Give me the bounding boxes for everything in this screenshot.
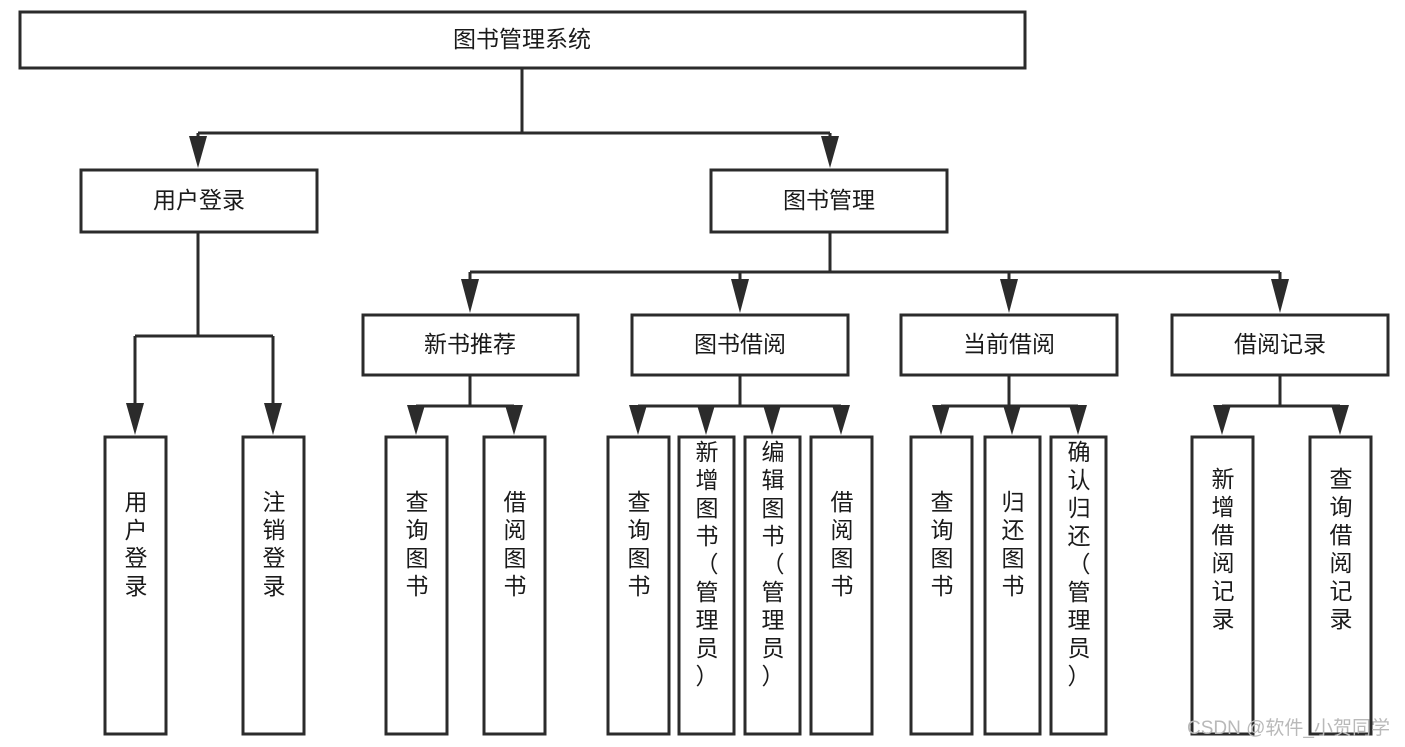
leaf-query-book-current[interactable]: 查询图书 — [909, 435, 974, 736]
leaf-logout-box[interactable] — [241, 435, 306, 736]
node-new-book-recommend[interactable]: 新书推荐 — [361, 313, 580, 377]
arrow-head-leaf-confirm-return — [1069, 405, 1087, 435]
leaf-borrow-book-recommend-box[interactable] — [482, 435, 547, 736]
node-book-borrow-box[interactable] — [630, 313, 850, 377]
arrow-head-leaf-edit-book — [763, 405, 781, 435]
arrow-head-borrow-records — [1271, 279, 1289, 313]
leaf-borrow-book-recommend-label: 借阅图书 — [504, 489, 527, 599]
arrow-head-leaf-add-book — [697, 405, 715, 435]
node-borrow-records-box[interactable] — [1170, 313, 1390, 377]
arrow-head-leaf-query-borrow-record — [1331, 405, 1349, 435]
leaf-user-login-label: 用户登录 — [125, 489, 148, 599]
leaf-query-book-borrow[interactable]: 查询图书 — [606, 435, 671, 736]
leaf-borrow-book-recommend[interactable]: 借阅图书 — [482, 435, 547, 736]
node-new-book-recommend-box[interactable] — [361, 313, 580, 377]
leaf-borrow-book-label: 借阅图书 — [831, 489, 854, 599]
leaf-confirm-return[interactable]: 确认归还（管理员） — [1049, 435, 1108, 736]
arrow-head-current-borrow — [1000, 279, 1018, 313]
leaf-borrow-book[interactable]: 借阅图书 — [809, 435, 874, 736]
arrow-head-leaf-logout — [264, 403, 282, 435]
node-borrow-records-label: 借阅记录 — [1234, 331, 1326, 357]
leaf-query-book-recommend-box[interactable] — [384, 435, 449, 736]
arrow-head-leaf-query-book-borrow — [629, 405, 647, 435]
arrow-head-user-login — [189, 136, 207, 168]
node-current-borrow-box[interactable] — [899, 313, 1119, 377]
leaf-edit-book-label: 编辑图书（管理员） — [762, 439, 785, 689]
arrow-head-book-management — [821, 136, 839, 168]
node-root-label: 图书管理系统 — [453, 26, 591, 52]
leaf-add-book-box[interactable] — [677, 435, 736, 736]
leaf-query-book-borrow-label: 查询图书 — [628, 489, 651, 599]
leaf-query-borrow-record-label: 查询借阅记录 — [1330, 466, 1353, 632]
leaf-query-borrow-record[interactable]: 查询借阅记录 — [1308, 435, 1373, 736]
node-book-borrow[interactable]: 图书借阅 — [630, 313, 850, 377]
leaf-borrow-book-box[interactable] — [809, 435, 874, 736]
arrow-head-book-borrow — [731, 279, 749, 313]
node-root-box[interactable] — [18, 10, 1027, 70]
arrow-head-new-book-recommend — [461, 279, 479, 313]
arrow-head-leaf-borrow-book — [832, 405, 850, 435]
arrow-head-leaf-return-book — [1003, 405, 1021, 435]
arrow-head-leaf-query-book-current — [932, 405, 950, 435]
leaf-edit-book-box[interactable] — [743, 435, 802, 736]
arrow-head-leaf-add-borrow-record — [1213, 405, 1231, 435]
leaf-query-book-current-label: 查询图书 — [931, 489, 954, 599]
leaf-add-book[interactable]: 新增图书（管理员） — [677, 435, 736, 736]
leaf-add-borrow-record[interactable]: 新增借阅记录 — [1190, 435, 1255, 736]
arrow-head-leaf-query-book-recommend — [407, 405, 425, 435]
node-book-management-label: 图书管理 — [783, 187, 875, 213]
arrow-head-leaf-user-login — [126, 403, 144, 435]
csdn-watermark: CSDN @软件_小贺同学 — [1187, 717, 1390, 739]
leaf-logout[interactable]: 注销登录 — [241, 435, 306, 736]
node-book-management-box[interactable] — [709, 168, 949, 234]
leaf-user-login-box[interactable] — [103, 435, 168, 736]
node-root[interactable]: 图书管理系统 — [18, 10, 1027, 70]
leaf-query-book-recommend-label: 查询图书 — [406, 489, 429, 599]
leaf-add-book-label: 新增图书（管理员） — [696, 439, 719, 689]
arrow-head-leaf-borrow-book-recommend — [505, 405, 523, 435]
leaf-query-book-borrow-box[interactable] — [606, 435, 671, 736]
leaf-edit-book[interactable]: 编辑图书（管理员） — [743, 435, 802, 736]
node-current-borrow[interactable]: 当前借阅 — [899, 313, 1119, 377]
leaf-add-borrow-record-label: 新增借阅记录 — [1212, 466, 1235, 632]
node-borrow-records[interactable]: 借阅记录 — [1170, 313, 1390, 377]
leaf-confirm-return-box[interactable] — [1049, 435, 1108, 736]
node-new-book-recommend-label: 新书推荐 — [424, 331, 516, 357]
leaf-query-book-current-box[interactable] — [909, 435, 974, 736]
leaf-confirm-return-label: 确认归还（管理员） — [1068, 439, 1091, 689]
node-book-management[interactable]: 图书管理 — [709, 168, 949, 234]
leaf-logout-label: 注销登录 — [263, 489, 286, 599]
connector-layer — [126, 68, 1349, 435]
leaf-return-book-box[interactable] — [983, 435, 1042, 736]
leaf-add-borrow-record-box[interactable] — [1190, 435, 1255, 736]
leaf-user-login[interactable]: 用户登录 — [103, 435, 168, 736]
leaf-return-book-label: 归还图书 — [1002, 489, 1025, 599]
leaf-query-borrow-record-box[interactable] — [1308, 435, 1373, 736]
node-user-login[interactable]: 用户登录 — [79, 168, 319, 234]
leaf-return-book[interactable]: 归还图书 — [983, 435, 1042, 736]
node-layer: 图书管理系统 用户登录 图书管理 新书推荐 图书借阅 — [18, 10, 1390, 736]
leaf-query-book-recommend[interactable]: 查询图书 — [384, 435, 449, 736]
node-user-login-label: 用户登录 — [153, 187, 245, 213]
node-current-borrow-label: 当前借阅 — [963, 331, 1055, 357]
node-book-borrow-label: 图书借阅 — [694, 331, 786, 357]
node-user-login-box[interactable] — [79, 168, 319, 234]
